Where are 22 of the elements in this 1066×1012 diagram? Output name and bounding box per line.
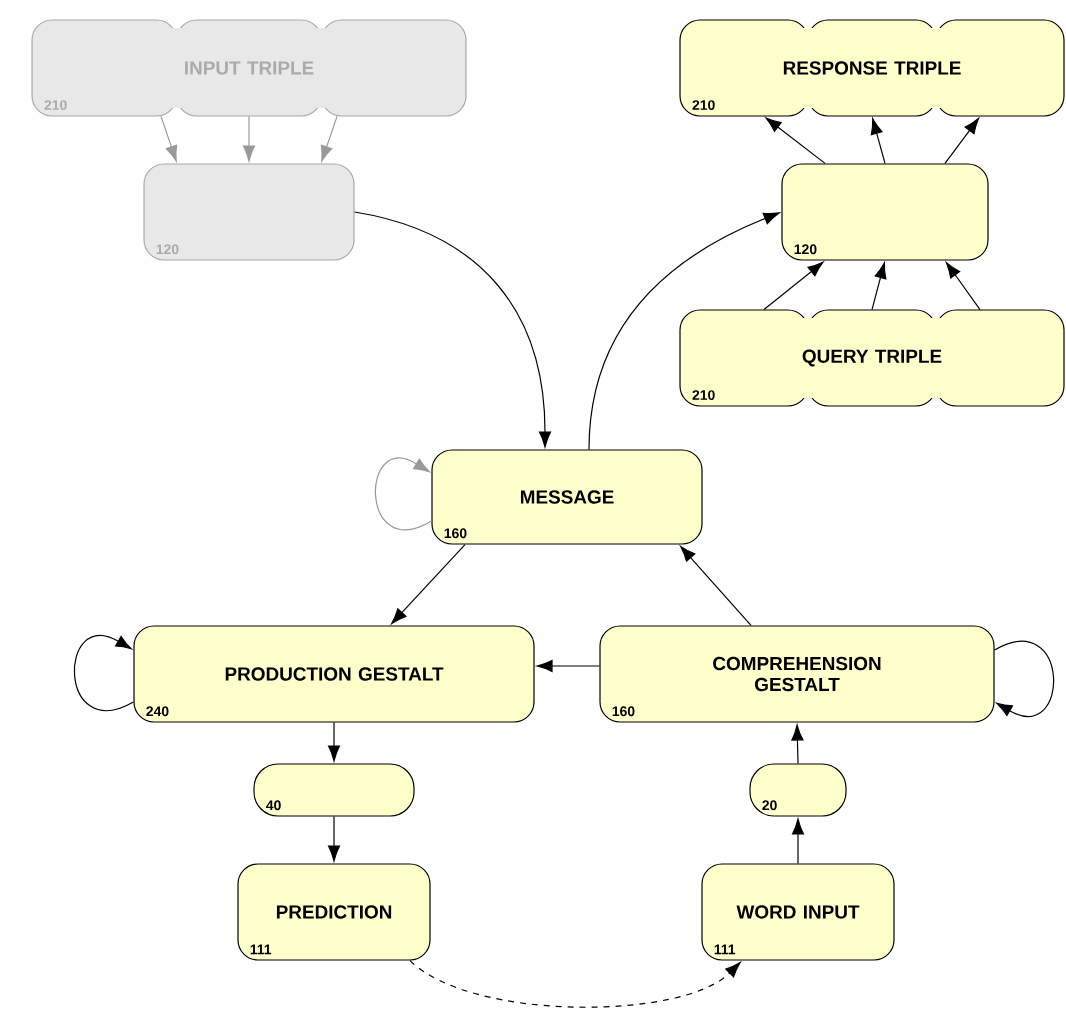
arrow — [409, 960, 741, 1008]
arrow — [320, 115, 338, 162]
arrow — [391, 544, 466, 625]
arrow — [945, 262, 981, 311]
arrow — [680, 545, 752, 626]
arrow — [536, 659, 600, 673]
arrow — [763, 261, 824, 311]
arrow — [160, 115, 178, 162]
arrow — [791, 818, 805, 864]
arrow — [327, 722, 341, 762]
arrow — [73, 635, 134, 711]
arrow — [765, 117, 826, 164]
arrow — [994, 641, 1055, 717]
arrow — [791, 724, 804, 764]
arrow — [327, 816, 341, 862]
arrow — [242, 115, 256, 162]
arrow — [871, 262, 887, 311]
arrow — [354, 211, 552, 448]
arrow — [944, 117, 980, 164]
arrow — [870, 118, 886, 164]
arrow — [588, 212, 780, 450]
arrow — [374, 457, 432, 531]
